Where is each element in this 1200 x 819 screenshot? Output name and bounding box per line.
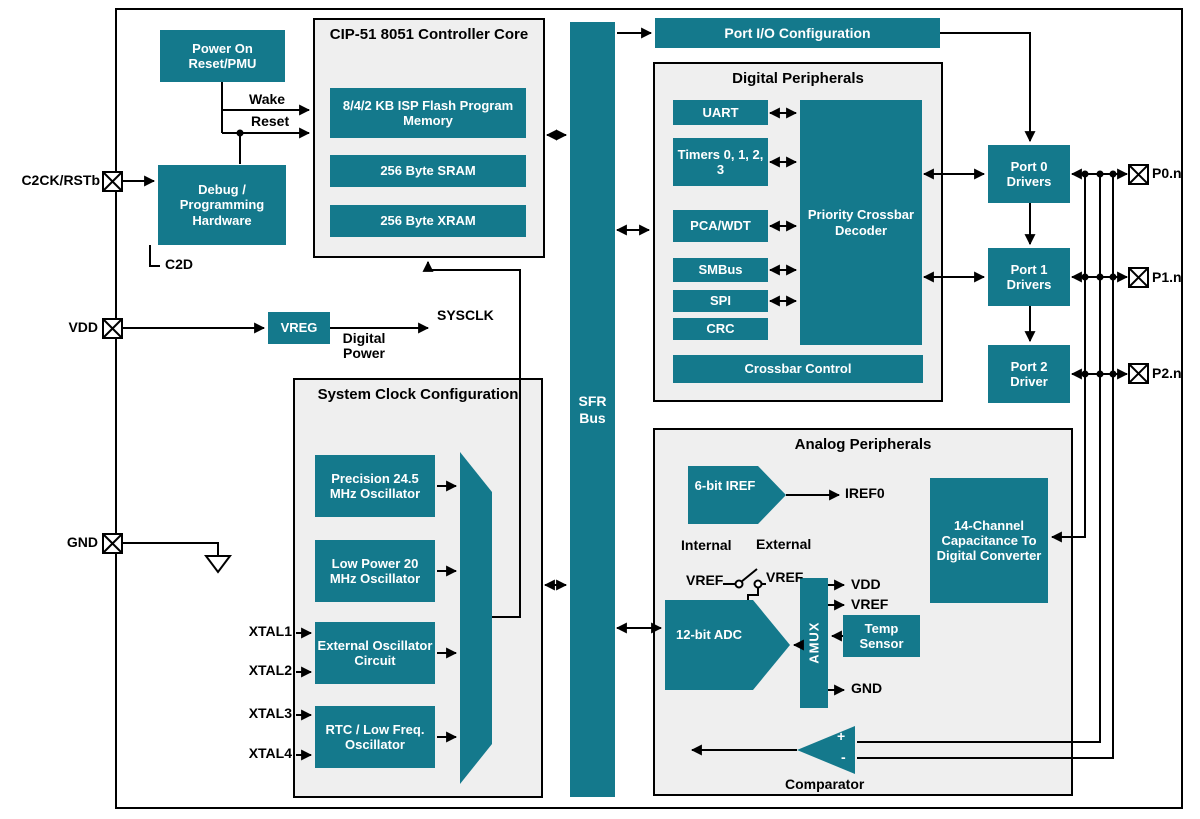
sysclk-label: SYSCLK: [437, 307, 494, 323]
port-io-config-block: Port I/O Configuration: [655, 18, 940, 48]
p1-pin-label: P1.n: [1152, 269, 1182, 285]
iref-label: 6-bit IREF: [694, 478, 756, 493]
comparator-plus-label: +: [837, 728, 846, 744]
comparator-label: Comparator: [785, 776, 865, 792]
vref-internal-label: VREF: [686, 572, 724, 588]
sfr-bus-block: SFR Bus: [570, 22, 615, 797]
temp-sensor-block: Temp Sensor: [843, 615, 920, 657]
vdd-pin-label: VDD: [68, 319, 98, 335]
amux-vref-label: VREF: [851, 596, 889, 612]
xtal2-label: XTAL2: [248, 662, 292, 678]
gnd-pin-label: GND: [66, 534, 98, 550]
digital-power-label: Digital Power: [342, 330, 386, 362]
low-power-osc-block: Low Power 20 MHz Oscillator: [315, 540, 435, 602]
timers-block: Timers 0, 1, 2, 3: [673, 138, 768, 186]
analog-peripherals-title: Analog Peripherals: [794, 436, 932, 453]
pca-wdt-block: PCA/WDT: [673, 210, 768, 242]
crossbar-decoder-block: Priority Crossbar Decoder: [800, 100, 922, 345]
spi-block: SPI: [673, 290, 768, 312]
port1-drivers-block: Port 1 Drivers: [988, 248, 1070, 306]
smbus-block: SMBus: [673, 258, 768, 282]
sram-block: 256 Byte SRAM: [330, 155, 526, 187]
cip51-core-title: CIP-51 8051 Controller Core: [329, 26, 529, 43]
system-clock-title: System Clock Configuration: [317, 386, 519, 403]
precision-osc-block: Precision 24.5 MHz Oscillator: [315, 455, 435, 517]
external-label: External: [756, 536, 812, 552]
crossbar-control-block: Crossbar Control: [673, 355, 923, 383]
power-on-reset-block: Power On Reset/PMU: [160, 30, 285, 82]
p0-pin-label: P0.n: [1152, 165, 1182, 181]
adc-label: 12-bit ADC: [676, 627, 742, 642]
port2-driver-block: Port 2 Driver: [988, 345, 1070, 403]
vref-external-label: VREF: [766, 569, 804, 585]
capsense-block: 14-Channel Capacitance To Digital Conver…: [930, 478, 1048, 603]
xram-block: 256 Byte XRAM: [330, 205, 526, 237]
wake-label: Wake: [249, 91, 286, 107]
external-osc-block: External Oscillator Circuit: [315, 622, 435, 684]
reset-label: Reset: [251, 113, 290, 129]
internal-label: Internal: [681, 537, 732, 553]
port0-drivers-block: Port 0 Drivers: [988, 145, 1070, 203]
digital-peripherals-title: Digital Peripherals: [732, 70, 864, 87]
p2-pin-label: P2.n: [1152, 365, 1182, 381]
amux-vdd-label: VDD: [851, 576, 881, 592]
xtal1-label: XTAL1: [248, 623, 292, 639]
c2ck-pin-label: C2CK/RSTb: [21, 172, 100, 188]
comparator-minus-label: -: [841, 749, 846, 765]
uart-block: UART: [673, 100, 768, 125]
xtal4-label: XTAL4: [248, 745, 292, 761]
chip-boundary: [115, 8, 1183, 809]
crc-block: CRC: [673, 318, 768, 340]
amux-gnd-label: GND: [851, 680, 883, 696]
amux-block: AMUX: [800, 578, 828, 708]
xtal3-label: XTAL3: [248, 705, 292, 721]
rtc-osc-block: RTC / Low Freq. Oscillator: [315, 706, 435, 768]
vreg-block: VREG: [268, 312, 330, 344]
amux-label: AMUX: [806, 621, 822, 665]
c2d-label: C2D: [165, 256, 194, 272]
debug-hardware-block: Debug / Programming Hardware: [158, 165, 286, 245]
iref0-label: IREF0: [845, 485, 885, 501]
flash-memory-block: 8/4/2 KB ISP Flash Program Memory: [330, 88, 526, 138]
